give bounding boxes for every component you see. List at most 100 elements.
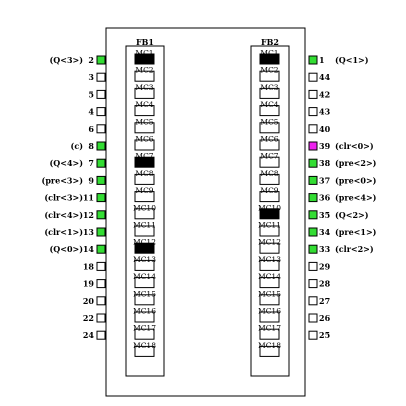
macrocell[interactable]: MC4: [259, 100, 280, 117]
right-pin-1[interactable]: 1(Q<1>): [308, 55, 369, 65]
macrocell-label: MC10: [133, 203, 156, 212]
macrocell[interactable]: MC13: [133, 255, 156, 271]
pin-marker: [308, 210, 318, 220]
macrocell[interactable]: MC3: [259, 83, 280, 99]
left-pin-24[interactable]: 24: [83, 330, 106, 340]
left-pin-14[interactable]: 14(Q<0>): [49, 244, 106, 254]
left-pin-13[interactable]: 13(clr<1>): [44, 227, 106, 237]
right-pin-39[interactable]: 39(clr<0>): [308, 141, 374, 151]
right-pin-27[interactable]: 27: [308, 296, 330, 306]
left-pin-5[interactable]: 5: [88, 89, 106, 99]
macrocell[interactable]: MC3: [134, 83, 155, 99]
macrocell[interactable]: MC9: [259, 186, 280, 203]
right-pin-43[interactable]: 43: [308, 107, 331, 117]
right-pin-35[interactable]: 35(Q<2>): [308, 210, 369, 220]
macrocell[interactable]: MC10: [258, 203, 281, 220]
macrocell[interactable]: MC5: [134, 117, 155, 134]
macrocell[interactable]: MC1: [134, 49, 155, 65]
macrocell[interactable]: MC12: [258, 238, 281, 254]
pin-number: 13: [83, 227, 95, 237]
pin-number: 43: [319, 107, 331, 117]
right-pin-44[interactable]: 44: [308, 72, 331, 82]
right-pin-29[interactable]: 29: [308, 261, 331, 271]
macrocell-box: [259, 191, 280, 203]
macrocell[interactable]: MC11: [133, 221, 156, 237]
right-pin-36[interactable]: 36(pre<4>): [308, 193, 377, 203]
right-pin-40[interactable]: 40: [308, 124, 331, 134]
pin-signal-label: (pre<0>): [335, 175, 377, 185]
left-pin-12[interactable]: 12(clr<4>): [44, 210, 106, 220]
pin-marker: [96, 296, 106, 306]
macrocell[interactable]: MC5: [259, 117, 280, 134]
macrocell-label: MC11: [258, 221, 281, 230]
right-pin-37[interactable]: 37 (pre<0>): [308, 175, 377, 185]
left-pin-19[interactable]: 19: [83, 279, 106, 289]
pin-marker: [96, 72, 106, 82]
macrocell[interactable]: MC17: [258, 324, 281, 340]
macrocell[interactable]: MC16: [133, 307, 156, 323]
left-pin-20[interactable]: 20: [83, 296, 106, 306]
macrocell[interactable]: MC6: [134, 135, 155, 151]
macrocell[interactable]: MC7: [259, 152, 280, 168]
pin-marker: [96, 210, 106, 220]
right-pin-38[interactable]: 38(pre<2>): [308, 158, 377, 168]
pin-number: 20: [83, 296, 95, 306]
right-pin-33[interactable]: 33(clr<2>): [308, 244, 374, 254]
right-pin-28[interactable]: 28: [308, 279, 331, 289]
macrocell[interactable]: MC16: [258, 307, 281, 323]
left-pin-9[interactable]: 9(pre<3>): [42, 175, 106, 185]
left-pin-22[interactable]: 22: [83, 313, 106, 323]
right-pin-26[interactable]: 26: [308, 313, 331, 323]
function-block-1: MC1MC2MC3MC4MC5MC6MC7MC8MC9MC10MC11MC12M…: [133, 49, 156, 357]
macrocell[interactable]: MC2: [259, 66, 280, 82]
left-pin-8[interactable]: 8(c): [71, 141, 106, 151]
macrocell[interactable]: MC14: [133, 272, 156, 289]
macrocell-label: MC15: [133, 289, 156, 298]
pin-marker: [96, 279, 106, 289]
macrocell[interactable]: MC18: [258, 341, 281, 357]
macrocell[interactable]: MC15: [258, 289, 281, 306]
left-pin-2[interactable]: 2(Q<3>): [49, 55, 106, 65]
pin-marker: [308, 313, 318, 323]
macrocell[interactable]: MC6: [259, 135, 280, 151]
macrocell-box: [259, 328, 280, 340]
pin-number: 34: [319, 227, 331, 237]
macrocell-box: [259, 53, 280, 65]
macrocell[interactable]: MC15: [133, 289, 156, 306]
right-pin-42[interactable]: 42: [308, 89, 330, 99]
macrocell[interactable]: MC13: [258, 255, 281, 271]
macrocell[interactable]: MC12: [133, 238, 156, 254]
left-pin-7[interactable]: 7(Q<4>): [49, 158, 106, 168]
macrocell[interactable]: MC8: [134, 169, 155, 185]
macrocell-box: [259, 345, 280, 357]
macrocell[interactable]: MC8: [259, 169, 280, 185]
pin-number: 37: [319, 175, 330, 185]
macrocell[interactable]: MC7: [134, 152, 155, 168]
macrocell[interactable]: MC1: [259, 49, 280, 65]
left-pin-6[interactable]: 6: [88, 124, 106, 134]
left-pin-18[interactable]: 18: [83, 261, 106, 271]
pin-marker: [308, 279, 318, 289]
left-pin-4[interactable]: 4: [88, 107, 106, 117]
macrocell-box: [134, 105, 155, 117]
pin-marker: [96, 158, 106, 168]
pin-marker: [308, 330, 318, 340]
macrocell[interactable]: MC4: [134, 100, 155, 117]
macrocell-label: MC1: [135, 49, 153, 58]
macrocell[interactable]: MC11: [258, 221, 281, 237]
left-pin-3[interactable]: 3: [88, 72, 106, 82]
macrocell[interactable]: MC9: [134, 186, 155, 203]
pin-number: 28: [319, 279, 331, 289]
pin-marker: [308, 158, 318, 168]
macrocell[interactable]: MC17: [133, 324, 156, 340]
macrocell-label: MC10: [258, 203, 281, 212]
macrocell[interactable]: MC2: [134, 66, 155, 82]
pin-number: 11: [83, 193, 94, 203]
macrocell-box: [259, 242, 280, 254]
macrocell[interactable]: MC18: [133, 341, 156, 357]
macrocell[interactable]: MC10: [133, 203, 156, 220]
left-pin-11[interactable]: 11(clr<3>): [44, 193, 106, 203]
right-pin-25[interactable]: 25: [308, 330, 330, 340]
macrocell[interactable]: MC14: [258, 272, 281, 289]
right-pin-34[interactable]: 34(pre<1>): [308, 227, 377, 237]
